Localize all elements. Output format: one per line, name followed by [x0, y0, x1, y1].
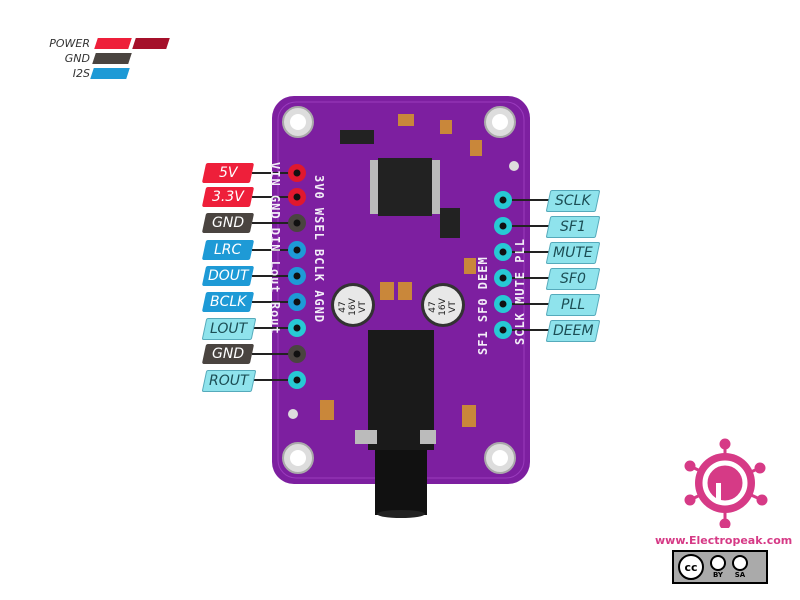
- pin-label-rout: ROUT: [201, 370, 257, 392]
- sa-label: SA: [734, 571, 746, 579]
- dac-chip: [378, 158, 432, 216]
- pin-label-text: ROUT: [209, 373, 249, 389]
- pin-label-dout: DOUT: [201, 266, 255, 286]
- electropeak-logo-icon: [684, 438, 768, 528]
- audio-jack: [355, 330, 436, 518]
- by-icon: [710, 555, 726, 571]
- website-link[interactable]: www.Electropeak.com: [655, 534, 793, 547]
- pin-label-gnd: GND: [201, 213, 255, 233]
- legend-label-i2s: I2S: [72, 67, 90, 80]
- silk-left-inner: 3V0 WSEL BCLK AGND: [312, 175, 326, 324]
- pin-label-text: SF0: [560, 271, 586, 287]
- cc-icon: cc: [678, 554, 704, 580]
- pin-label-text: MUTE: [553, 245, 593, 261]
- pin-label-lrc: LRC: [201, 240, 255, 260]
- pin-label-text: PLL: [560, 297, 586, 313]
- pin-label-3-3v: 3.3V: [201, 187, 255, 207]
- pin-label-text: SF1: [560, 219, 586, 235]
- by-label: BY: [712, 571, 724, 579]
- pin-label-lout: LOUT: [201, 318, 257, 340]
- pin-label-sclk: SCLK: [545, 190, 601, 212]
- cap1-marking: 47 16V VT: [338, 298, 368, 316]
- silk-right-inner: SF1 SF0 DEEM: [476, 256, 490, 355]
- pin-label-text: GND: [211, 215, 245, 231]
- pin-label-pll: PLL: [545, 294, 601, 316]
- pin-label-text: DOUT: [207, 268, 249, 284]
- pin-label-sf0: SF0: [545, 268, 601, 290]
- cap2-marking: 47 16V VT: [428, 298, 458, 316]
- pin-label-deem: DEEM: [545, 320, 601, 342]
- pin-label-text: 3.3V: [212, 189, 244, 205]
- pin-label-5v: 5V: [201, 163, 255, 183]
- legend-label-gnd: GND: [64, 52, 90, 65]
- capacitor-2: [421, 283, 465, 327]
- legend-label-power: POWER: [49, 37, 90, 50]
- cc-license-badge: cc BY SA: [672, 550, 768, 584]
- pin-label-text: SCLK: [555, 193, 591, 209]
- capacitor-1: [331, 283, 375, 327]
- pin-label-gnd: GND: [201, 344, 255, 364]
- pin-label-text: 5V: [218, 165, 238, 181]
- pin-label-text: DEEM: [552, 323, 594, 339]
- pin-label-text: LOUT: [210, 321, 248, 337]
- pin-label-bclk: BCLK: [201, 292, 255, 312]
- pin-label-text: LRC: [214, 242, 242, 258]
- silk-left-outer: VIN GND DIN Lout Rout: [268, 162, 282, 335]
- pin-label-text: GND: [211, 346, 245, 362]
- sa-icon: [732, 555, 748, 571]
- pin-label-mute: MUTE: [545, 242, 601, 264]
- regulator-chip: [340, 130, 374, 144]
- pin-label-sf1: SF1: [545, 216, 601, 238]
- silk-right-outer: SCLK MUTE PLL: [513, 238, 527, 345]
- pin-label-text: BCLK: [209, 294, 247, 310]
